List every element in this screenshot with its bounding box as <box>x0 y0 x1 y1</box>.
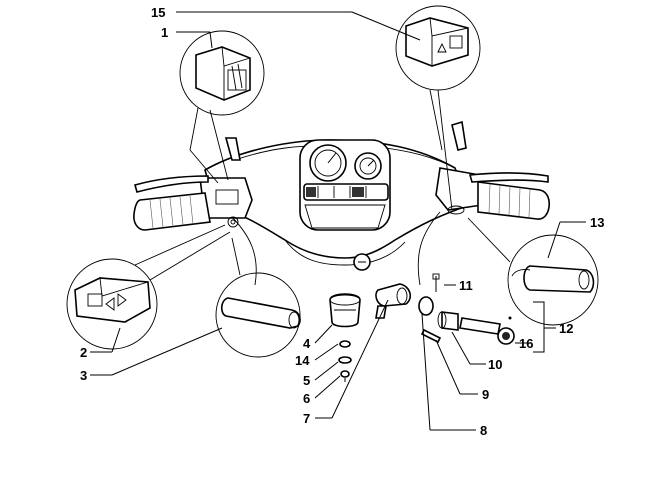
callout-16: 16 <box>519 336 533 351</box>
part-9-pin <box>420 328 442 344</box>
throttle-assembly-parts <box>375 273 515 345</box>
callout-8: 8 <box>480 423 487 438</box>
callout-11: 11 <box>459 278 473 293</box>
inset-part-3 <box>215 237 301 358</box>
part-12-tube <box>459 317 501 335</box>
inset-part-2 <box>66 224 231 350</box>
callout-9: 9 <box>482 387 489 402</box>
callout-15: 15 <box>151 5 165 20</box>
callout-14: 14 <box>295 353 310 368</box>
callout-1: 1 <box>161 25 168 40</box>
part-7-bracket <box>375 283 412 307</box>
callout-3: 3 <box>80 368 87 383</box>
callout-7: 7 <box>303 411 310 426</box>
leader-lines <box>90 11 586 431</box>
callout-6: 6 <box>303 391 310 406</box>
callout-12: 12 <box>559 321 573 336</box>
handlebar-assembly <box>133 120 551 286</box>
inset-part-1 <box>179 30 265 184</box>
callout-labels: 15 1 13 11 12 16 2 3 4 14 5 6 7 10 9 8 <box>80 5 604 438</box>
switch-assembly-parts <box>329 293 361 382</box>
callout-2: 2 <box>80 345 87 360</box>
callout-10: 10 <box>488 357 502 372</box>
inset-part-15 <box>395 5 481 211</box>
callout-4: 4 <box>303 336 311 351</box>
callout-5: 5 <box>303 373 310 388</box>
right-mirror-mount <box>451 120 467 151</box>
part-8-ring <box>418 296 434 316</box>
warning-lights <box>303 183 389 201</box>
left-grip <box>133 192 211 231</box>
part-10-sleeve <box>441 311 459 331</box>
part-14-washer <box>339 340 351 348</box>
left-brake-lever <box>134 175 209 193</box>
left-mirror-mount <box>224 137 241 161</box>
part-6-screw <box>340 370 350 378</box>
right-grip <box>477 181 551 220</box>
callout-13: 13 <box>590 215 604 230</box>
right-brake-lever <box>468 172 549 183</box>
part-5-spring <box>338 356 352 364</box>
inset-part-13 <box>467 217 599 326</box>
